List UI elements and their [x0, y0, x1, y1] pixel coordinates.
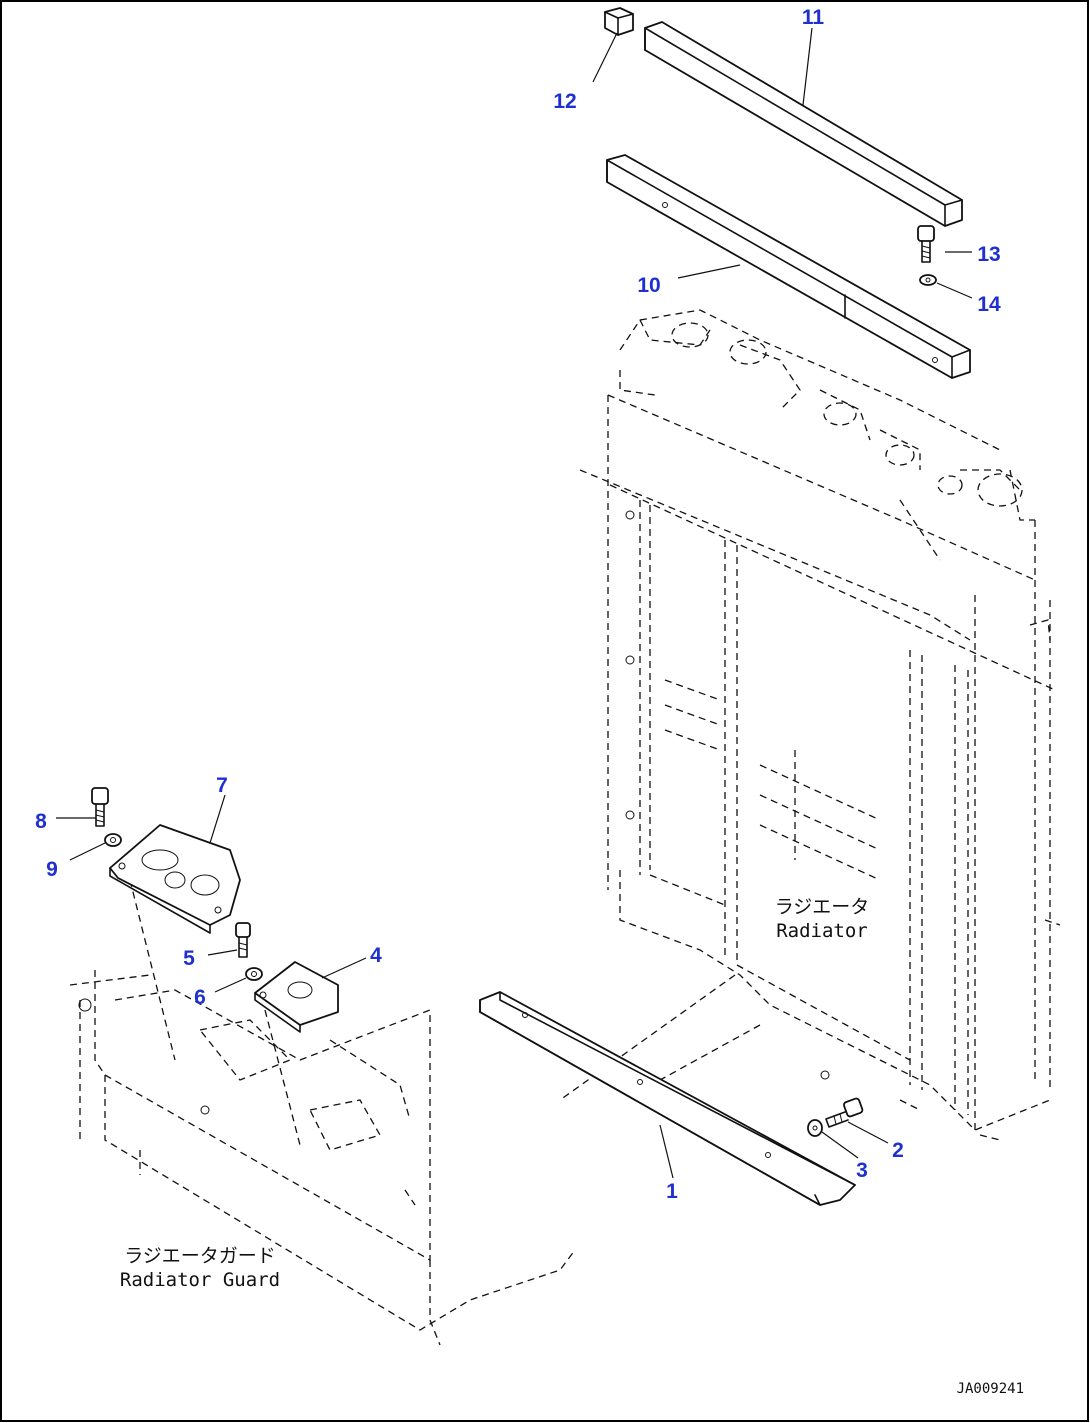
part-2-bolt	[825, 1097, 864, 1128]
callout-13: 13	[977, 243, 1000, 266]
part-8-bolt	[91, 787, 109, 827]
part-12-block	[604, 7, 634, 36]
radiator-outline	[579, 309, 1061, 1141]
callout-10: 10	[637, 274, 660, 297]
callout-1: 1	[666, 1180, 678, 1203]
callout-4: 4	[370, 944, 382, 967]
part-7-bracket	[109, 824, 241, 934]
part-5-bolt	[235, 922, 251, 958]
callout-9: 9	[46, 858, 58, 881]
callout-12: 12	[553, 90, 576, 113]
radiator-label-en: Radiator	[776, 920, 868, 942]
callout-5: 5	[183, 947, 195, 970]
part-9-washer	[104, 833, 122, 847]
leader-lines	[56, 27, 973, 1179]
drawing-code: JA009241	[957, 1381, 1024, 1397]
callout-3: 3	[856, 1159, 868, 1182]
callout-2: 2	[892, 1139, 904, 1162]
assembly-guide-lines	[129, 879, 761, 1146]
part-4-plate	[254, 961, 339, 1033]
part-14-washer	[919, 274, 937, 286]
radiator-label-jp: ラジエータ	[775, 896, 870, 918]
part-13-bolt	[917, 225, 935, 263]
callout-6: 6	[194, 986, 206, 1009]
callout-11: 11	[802, 6, 825, 29]
radiator-guard-label-en: Radiator Guard	[120, 1269, 280, 1291]
part-3-washer	[807, 1119, 823, 1137]
callout-8: 8	[35, 810, 47, 833]
part-6-washer	[245, 967, 263, 981]
radiator-guard-outline	[69, 970, 576, 1346]
part-10-angle-bracket	[606, 154, 971, 379]
callout-14: 14	[977, 293, 1001, 316]
callout-numbers: 1 2 3 4 5 6 7 8 9 10 11 12 13 14	[35, 6, 1001, 1203]
radiator-guard-label-jp: ラジエータガード	[124, 1245, 276, 1267]
callout-7: 7	[216, 774, 228, 797]
part-11-seal-strip	[644, 21, 963, 227]
part-1-lower-angle	[479, 991, 856, 1206]
component-labels: ラジエータ Radiator ラジエータガード Radiator Guard J…	[120, 896, 1024, 1397]
